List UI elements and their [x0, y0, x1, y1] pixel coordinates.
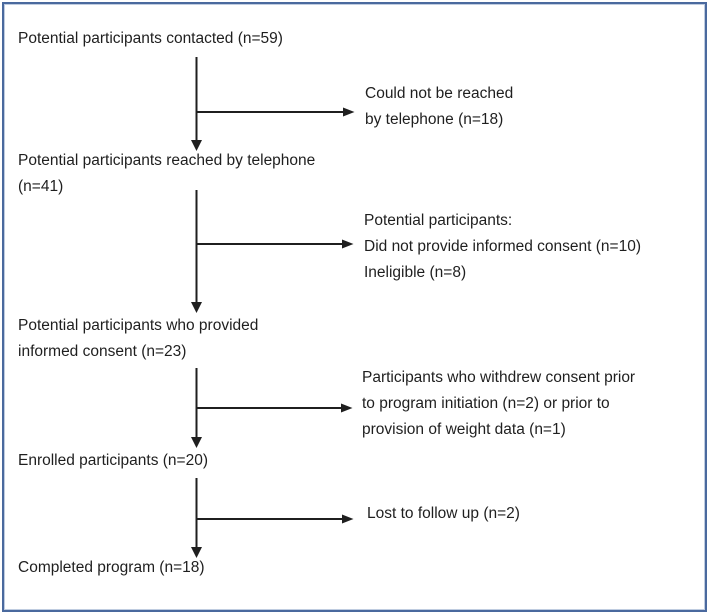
arrow-consent-to-enrolled [191, 368, 202, 448]
flow-node-line: Ineligible (n=8) [364, 264, 467, 281]
flow-node-line: Potential participants who provided [18, 317, 259, 334]
arrow-branch-no-consent [196, 239, 354, 249]
flow-node-informed-consent: Potential participants who provided info… [18, 313, 258, 365]
flow-node-line: Potential participants reached by teleph… [18, 152, 316, 169]
flow-node-completed: Completed program (n=18) [18, 555, 205, 581]
flow-node-line: informed consent (n=23) [18, 343, 187, 360]
flow-node-not-reached: Could not be reached by telephone (n=18) [365, 81, 513, 133]
flow-node-line: provision of weight data (n=1) [362, 421, 566, 438]
flow-node-line: Could not be reached [365, 85, 514, 102]
flow-node-line: Enrolled participants (n=20) [18, 452, 208, 469]
arrow-contacted-to-reached [191, 57, 202, 151]
flow-node-line: by telephone (n=18) [365, 111, 504, 128]
flow-node-line: (n=41) [18, 178, 64, 195]
flow-node-enrolled: Enrolled participants (n=20) [18, 448, 208, 474]
arrow-branch-withdrew [196, 403, 353, 413]
flow-node-lost-to-follow-up: Lost to follow up (n=2) [367, 501, 520, 527]
flow-node-line: Did not provide informed consent (n=10) [364, 238, 642, 255]
arrow-enrolled-to-completed [191, 478, 202, 558]
flow-node-line: to program initiation (n=2) or prior to [362, 395, 610, 412]
flow-node-reached: Potential participants reached by teleph… [18, 148, 315, 200]
arrow-branch-not-reached [196, 107, 355, 117]
flow-node-line: Potential participants: [364, 212, 513, 229]
flow-node-line: Completed program (n=18) [18, 559, 205, 576]
flow-node-line: Participants who withdrew consent prior [362, 369, 636, 386]
flow-node-no-consent: Potential participants: Did not provide … [364, 208, 641, 286]
arrow-reached-to-consent [191, 190, 202, 313]
flow-node-withdrew-consent: Participants who withdrew consent prior … [362, 365, 635, 443]
flow-node-line: Potential participants contacted (n=59) [18, 30, 283, 47]
arrow-branch-lost-follow-up [196, 514, 354, 524]
flow-node-line: Lost to follow up (n=2) [367, 505, 520, 522]
flow-node-contacted: Potential participants contacted (n=59) [18, 26, 283, 52]
